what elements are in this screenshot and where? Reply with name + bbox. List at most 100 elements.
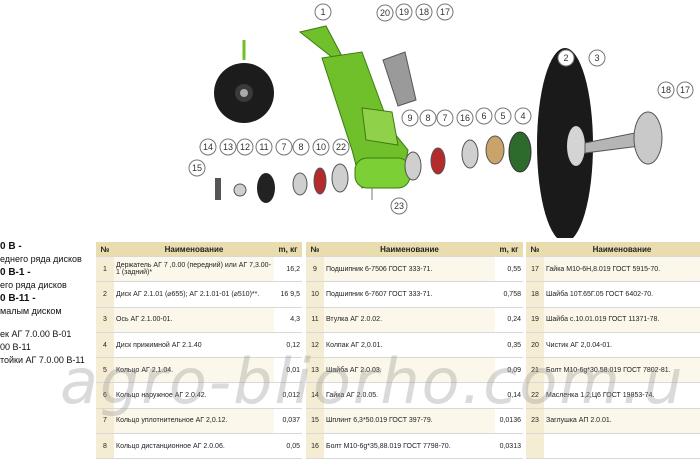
part-num: 10 xyxy=(306,281,324,308)
callout-15: 15 xyxy=(192,163,202,173)
callout-20: 20 xyxy=(380,8,390,18)
part-name: Шайба с.10.01.019 ГОСТ 11371-78. xyxy=(544,307,700,333)
callout-7: 7 xyxy=(281,142,286,152)
part-mass: 0,55 xyxy=(495,256,523,283)
part-mass: 0,24 xyxy=(495,307,523,333)
part-mass: 0,35 xyxy=(495,332,523,359)
part-name: Заглушка АП 2.0.01. xyxy=(544,408,700,435)
part-name: Кольцо дистанционное АГ 2.0.06. xyxy=(114,433,274,460)
variant-label: 0 В-11 - xyxy=(0,293,36,304)
part-num: 4 xyxy=(96,332,114,359)
part-num: 12 xyxy=(306,332,324,359)
variant-label: его ряда дисков xyxy=(0,280,67,290)
col-name-header: Наименование xyxy=(114,242,274,257)
callout-1: 1 xyxy=(320,7,325,17)
variant-label: 0 В - xyxy=(0,241,22,252)
col-name-header: Наименование xyxy=(544,242,700,257)
part-name: Чистик АГ 2,0.04-01. xyxy=(544,332,700,359)
part-name: Гайка М10-6Н,8.019 ГОСТ 5915-70. xyxy=(544,256,700,283)
watermark: agro-bliorho.com.u xyxy=(60,345,685,418)
part-mass: 0,09 xyxy=(495,357,523,384)
col-num-header: № xyxy=(526,242,544,257)
part-num: 3 xyxy=(96,307,114,333)
part-num xyxy=(526,433,544,460)
part-mass: 0,14 xyxy=(495,382,523,409)
callout-17-right: 17 xyxy=(680,85,690,95)
callout-labels: 1 20 19 18 17 2 3 18 17 14 13 12 11 7 8 … xyxy=(188,3,694,215)
part-num: 23 xyxy=(526,408,544,435)
left-variant-labels: 0 В - еднего ряда дисков 0 В-1 - его ряд… xyxy=(0,240,92,367)
col-num-header: № xyxy=(306,242,324,257)
callout-8b: 8 xyxy=(425,113,430,123)
callout-18: 18 xyxy=(419,7,429,17)
part-name: Болт М10-6g*35,88.019 ГОСТ 7798-70. xyxy=(324,433,495,460)
part-name: Держатель АГ 7 ,0.00 (передний) или АГ 7… xyxy=(114,256,274,283)
callout-18-right: 18 xyxy=(661,85,671,95)
callout-3: 3 xyxy=(594,53,599,63)
part-mass: 16,2 xyxy=(274,256,302,283)
part-name: Кольцо наружное АГ 2.0.42. xyxy=(114,382,274,409)
part-num: 6 xyxy=(96,382,114,409)
holder-arm xyxy=(298,25,411,189)
col-mass-header: m, кг xyxy=(495,242,523,257)
part-num: 14 xyxy=(306,382,324,409)
col-mass-header: m, кг xyxy=(274,242,302,257)
part-name: Шайба 10Т.65Г.05 ГОСТ 6402-70. xyxy=(544,281,700,308)
callout-11: 11 xyxy=(259,142,268,152)
part-num: 11 xyxy=(306,307,324,333)
exploded-assembly-diagram: 1 20 19 18 17 2 3 18 17 14 13 12 11 7 8 … xyxy=(188,3,694,238)
part-mass: 4,3 xyxy=(274,307,302,333)
variant-label: ек АГ 7.0.00 В-01 xyxy=(0,329,72,339)
part-num: 7 xyxy=(96,408,114,435)
part-mass: 0,012 xyxy=(274,382,302,409)
table-row xyxy=(526,433,700,460)
callout-8: 8 xyxy=(298,142,303,152)
part-mass: 0,12 xyxy=(274,332,302,359)
part-num: 17 xyxy=(526,256,544,283)
callout-5: 5 xyxy=(500,111,505,121)
callout-12: 12 xyxy=(240,142,250,152)
variant-label: малым диском xyxy=(0,306,62,316)
part-name xyxy=(544,433,700,460)
callout-19: 19 xyxy=(399,7,409,17)
part-name: Гайка АГ 2.0.05. xyxy=(324,382,495,409)
small-disc-thumbnail xyxy=(214,40,274,123)
callout-10: 10 xyxy=(316,142,326,152)
part-num: 9 xyxy=(306,256,324,283)
callout-6: 6 xyxy=(481,111,486,121)
part-num: 22 xyxy=(526,382,544,409)
part-name: Кольцо АГ 2,1.04. xyxy=(114,357,274,384)
callout-22: 22 xyxy=(336,142,346,152)
variant-label: 0 В-1 - xyxy=(0,267,31,278)
callout-14: 14 xyxy=(203,142,213,152)
part-name: Болт М10-6g*30.58.019 ГОСТ 7802-81. xyxy=(544,357,700,384)
part-name: Подшипник 6-7607 ГОСТ 333-71. xyxy=(324,281,495,308)
part-num: 18 xyxy=(526,281,544,308)
part-name: Кольцо уплотнительное АГ 2,0.12. xyxy=(114,408,274,435)
part-name: Диск прижимной АГ 2.1.40 xyxy=(114,332,274,359)
part-num: 13 xyxy=(306,357,324,384)
part-name: Масленка 1,2,Ц6 ГОСТ 19853-74. xyxy=(544,382,700,409)
scraper-blade xyxy=(382,51,417,107)
